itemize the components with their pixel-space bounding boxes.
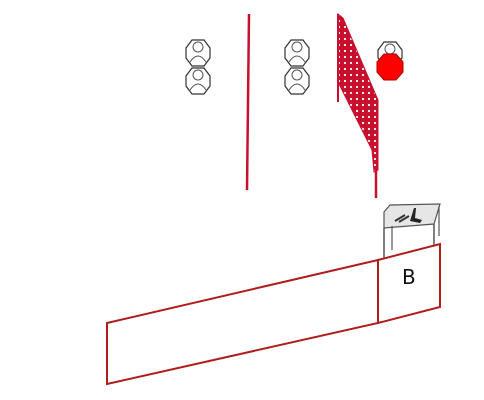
fault-line-wall [245,13,251,191]
bay-box: B [377,242,441,325]
paper-target-icon [284,39,310,67]
no-shoot-target-icon [376,41,404,81]
paper-target-icon [185,39,211,67]
mesh-barrier-wall [337,12,379,198]
paper-target-pair-center [284,39,310,95]
bay-label: B [402,265,416,289]
paper-target-pair-left [185,39,211,95]
table-with-gun-icon [383,203,441,258]
paper-target-icon [185,67,211,95]
paper-target-icon [284,67,310,95]
gun-icon [394,208,422,223]
shooting-area [106,258,379,386]
